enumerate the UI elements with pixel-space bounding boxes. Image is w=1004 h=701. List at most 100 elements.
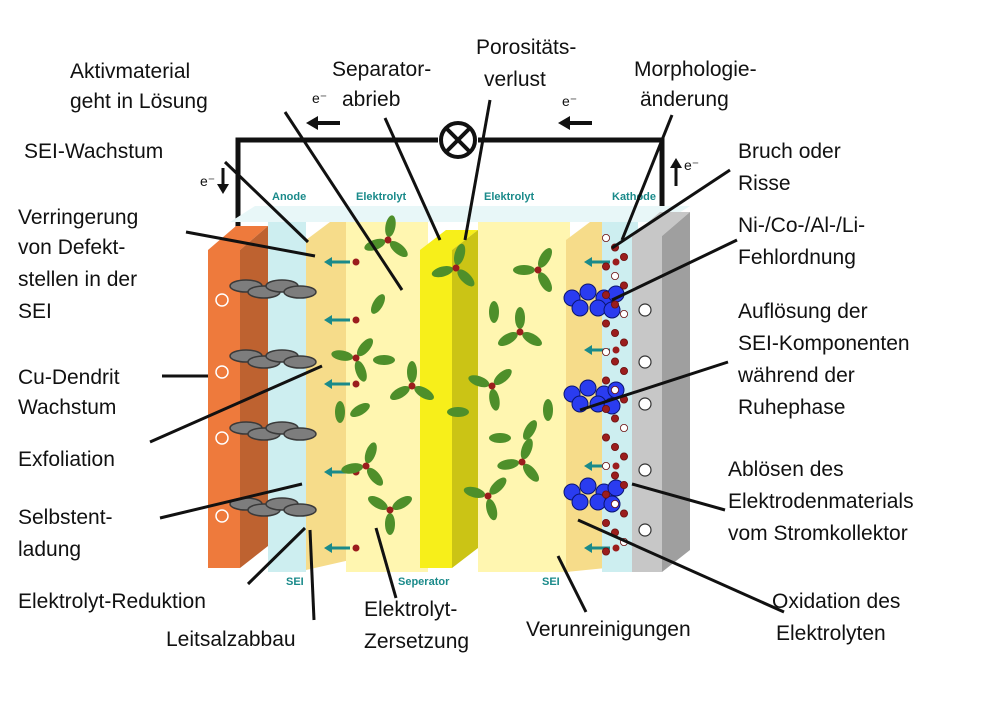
ion-particle xyxy=(612,462,620,470)
ion-particle xyxy=(612,544,620,552)
leader-line xyxy=(283,111,404,291)
graphite-flake xyxy=(283,503,317,517)
circuit-wire-left xyxy=(235,137,438,228)
molecule-center xyxy=(484,492,492,500)
electrolyte-right-label: Elektrolyt xyxy=(484,191,534,203)
molecule-leaf xyxy=(486,498,498,521)
cathode-dot xyxy=(620,281,629,290)
label-bruch: Risse xyxy=(738,172,791,195)
molecule-center xyxy=(518,458,526,466)
leader-line xyxy=(631,482,726,512)
leader-line xyxy=(223,160,310,244)
cathode-dot xyxy=(602,490,611,499)
molecule-leaf xyxy=(331,350,354,361)
cathode-collector-top xyxy=(632,212,690,236)
label-oxidation: Elektrolyten xyxy=(776,622,886,645)
cathode-dot xyxy=(620,480,629,489)
label-elektrolyt-zersetzung: Zersetzung xyxy=(364,630,469,653)
cathode-dot xyxy=(602,319,611,328)
ion-arrow-head xyxy=(584,461,592,471)
electrolyte-molecule xyxy=(497,438,540,482)
load-lamp-icon xyxy=(439,121,477,159)
electron-arrow-down-anode xyxy=(217,168,229,194)
leader-line xyxy=(374,527,398,599)
label-selbstentladung: Selbstent- xyxy=(18,506,113,529)
label-oxidation: Oxidation des xyxy=(772,590,900,613)
cathode-particle xyxy=(579,379,597,397)
molecule-leaf xyxy=(364,442,377,464)
electron-dot xyxy=(215,509,229,523)
electron-symbol: e⁻ xyxy=(562,93,577,109)
electron-symbol: e⁻ xyxy=(312,90,327,106)
label-separatorabrieb: Separator- xyxy=(332,58,431,81)
electrolyte-molecule xyxy=(498,307,542,346)
cathode-dot xyxy=(602,461,611,470)
electron-dot xyxy=(638,523,652,537)
cathode-collector-side xyxy=(662,212,690,572)
cathode-dot xyxy=(602,347,611,356)
leader-line xyxy=(246,526,307,586)
label-porositaetsverlust: Porositäts- xyxy=(476,36,576,59)
left-labels: SEI-Wachstum Verringerung von Defekt- st… xyxy=(18,140,163,561)
label-verringerung: Verringerung xyxy=(18,206,138,229)
electron-symbol: e⁻ xyxy=(684,157,699,173)
cell-labels: Anode Elektrolyt Elektrolyt Kathode SEI … xyxy=(272,191,656,588)
leader-line xyxy=(463,99,492,241)
label-exfoliation: Exfoliation xyxy=(18,448,115,471)
ion-particle xyxy=(612,346,620,354)
label-morphologieaenderung: änderung xyxy=(640,88,729,111)
cathode-dot xyxy=(611,328,620,337)
electron-dot xyxy=(638,463,652,477)
molecule-leaf xyxy=(414,386,434,400)
molecule-leaf xyxy=(493,368,512,386)
molecule-leaf xyxy=(454,243,466,266)
molecule-leaf xyxy=(407,361,417,383)
molecule-leaf xyxy=(335,401,345,423)
molecule-leaf xyxy=(457,269,475,287)
molecule-leaf xyxy=(538,272,552,292)
label-separatorabrieb: abrieb xyxy=(342,88,400,111)
molecule-leaf xyxy=(513,265,535,275)
right-labels: Bruch oder Risse Ni-/Co-/Al-/Li- Fehlord… xyxy=(728,140,914,545)
cathode-particle xyxy=(579,283,597,301)
molecule-center xyxy=(516,328,524,336)
molecule-leaf xyxy=(489,477,507,495)
molecule-leaf xyxy=(515,307,525,329)
ion-arrow-head xyxy=(584,257,592,267)
cathode-particle xyxy=(571,493,589,511)
label-elektrolyt-zersetzung: Elektrolyt- xyxy=(364,598,457,621)
cathode-dot xyxy=(620,338,629,347)
electrolyte-molecule xyxy=(463,477,507,521)
ion-particle xyxy=(352,380,360,388)
label-porositaetsverlust: verlust xyxy=(484,68,546,91)
molecule-center xyxy=(452,264,460,272)
leader-line xyxy=(149,364,323,444)
ion-particle xyxy=(612,258,620,266)
label-fehlordnung: Fehlordnung xyxy=(738,246,856,269)
label-fehlordnung: Ni-/Co-/Al-/Li- xyxy=(738,214,865,237)
molecule-leaf xyxy=(447,407,469,417)
molecule-leaf xyxy=(354,360,367,382)
cathode-dot xyxy=(611,499,620,508)
leader-lines xyxy=(149,99,785,621)
label-cu-dendrit: Cu-Dendrit xyxy=(18,366,120,389)
cathode-label: Kathode xyxy=(612,191,656,203)
molecule-leaf xyxy=(390,386,410,400)
cathode-particle xyxy=(589,299,607,317)
molecule-center xyxy=(488,382,496,390)
molecule-leaf xyxy=(431,266,454,278)
cathode-dot xyxy=(620,309,629,318)
molecule-center xyxy=(352,354,360,362)
leader-line xyxy=(556,555,588,613)
separator xyxy=(420,230,478,250)
cathode-dot xyxy=(602,233,611,242)
molecule-leaf xyxy=(373,355,395,365)
molecule-center xyxy=(362,462,370,470)
label-verringerung: SEI xyxy=(18,300,52,323)
molecule-leaf xyxy=(463,486,486,498)
molecule-leaf xyxy=(468,375,490,388)
molecule-leaf xyxy=(489,433,511,443)
electron-flow-arrow-left xyxy=(306,116,340,130)
label-aktivmaterial: Aktivmaterial xyxy=(70,60,190,83)
leader-line xyxy=(383,117,442,241)
